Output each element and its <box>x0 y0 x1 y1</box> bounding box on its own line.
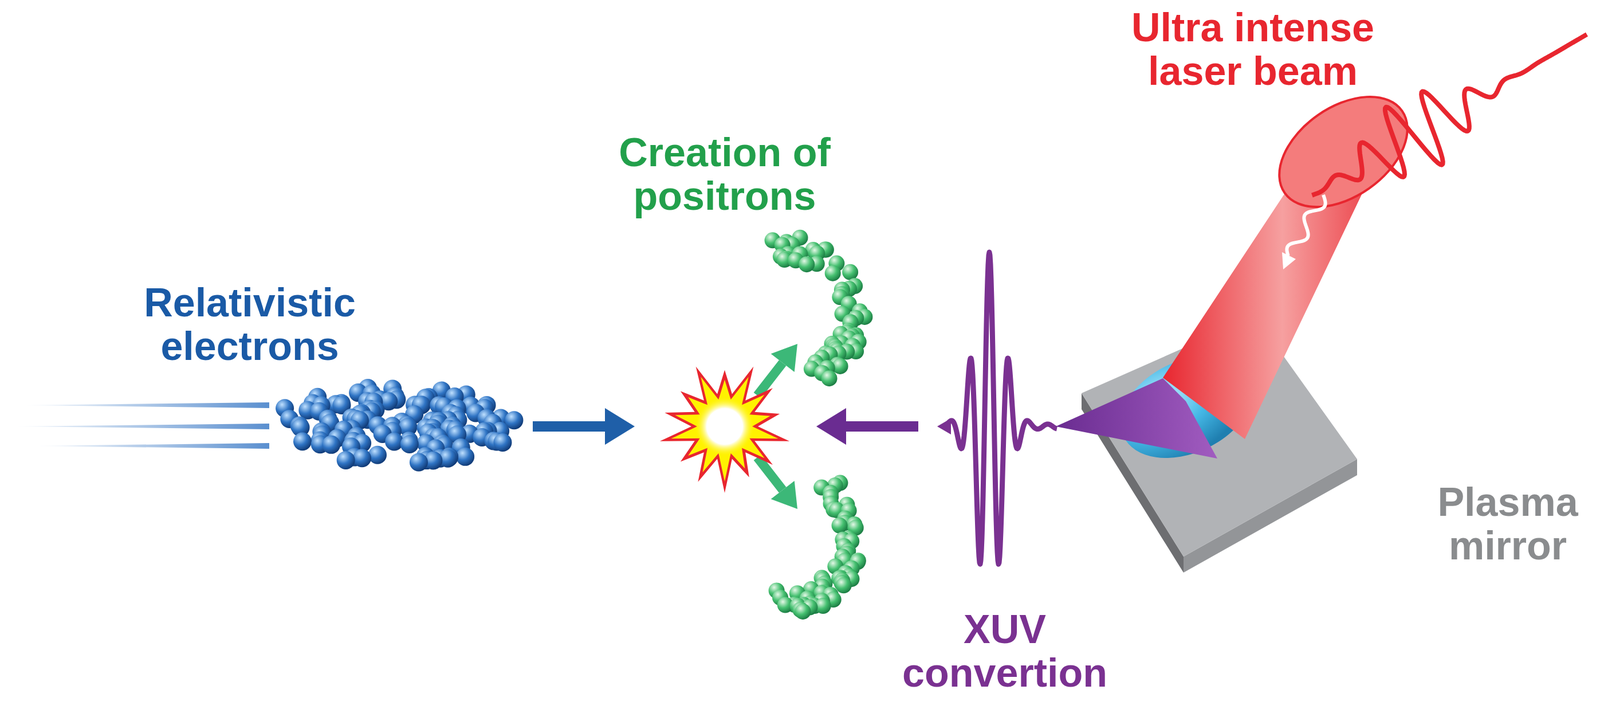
positron-arrow <box>757 343 798 396</box>
positron <box>824 265 841 282</box>
electron <box>368 445 387 465</box>
xuv-cone <box>1055 378 1218 459</box>
caption-label: XUV convertion <box>890 607 1120 695</box>
electron-cluster <box>275 378 524 471</box>
collision-burst <box>659 366 790 493</box>
positron-arrow <box>757 457 798 509</box>
electron <box>321 435 341 454</box>
positron <box>798 256 815 273</box>
positron <box>794 603 811 620</box>
positron-clusters <box>764 229 874 620</box>
positron <box>821 370 838 387</box>
electron <box>384 431 404 451</box>
xuv-arrow <box>816 407 919 445</box>
caption-label: Creation of positrons <box>575 130 874 218</box>
caption-label: Ultra intense laser beam <box>1103 5 1402 93</box>
electron <box>493 433 512 452</box>
speed-line <box>11 423 270 430</box>
electron-arrow <box>532 407 635 445</box>
speed-line <box>34 442 270 449</box>
caption-label: Relativistic electrons <box>100 280 399 368</box>
xuv-pulse <box>946 252 1057 564</box>
xuv-arrowhead <box>937 418 951 435</box>
electron <box>455 447 475 466</box>
electron <box>400 434 419 454</box>
positron <box>835 576 852 593</box>
electron <box>352 448 372 467</box>
caption-label: Plasma mirror <box>1421 480 1594 568</box>
speed-line <box>20 402 270 408</box>
electron <box>293 431 312 451</box>
positron <box>831 517 848 534</box>
electron <box>409 452 428 471</box>
electron <box>336 450 356 470</box>
positron <box>842 264 859 281</box>
